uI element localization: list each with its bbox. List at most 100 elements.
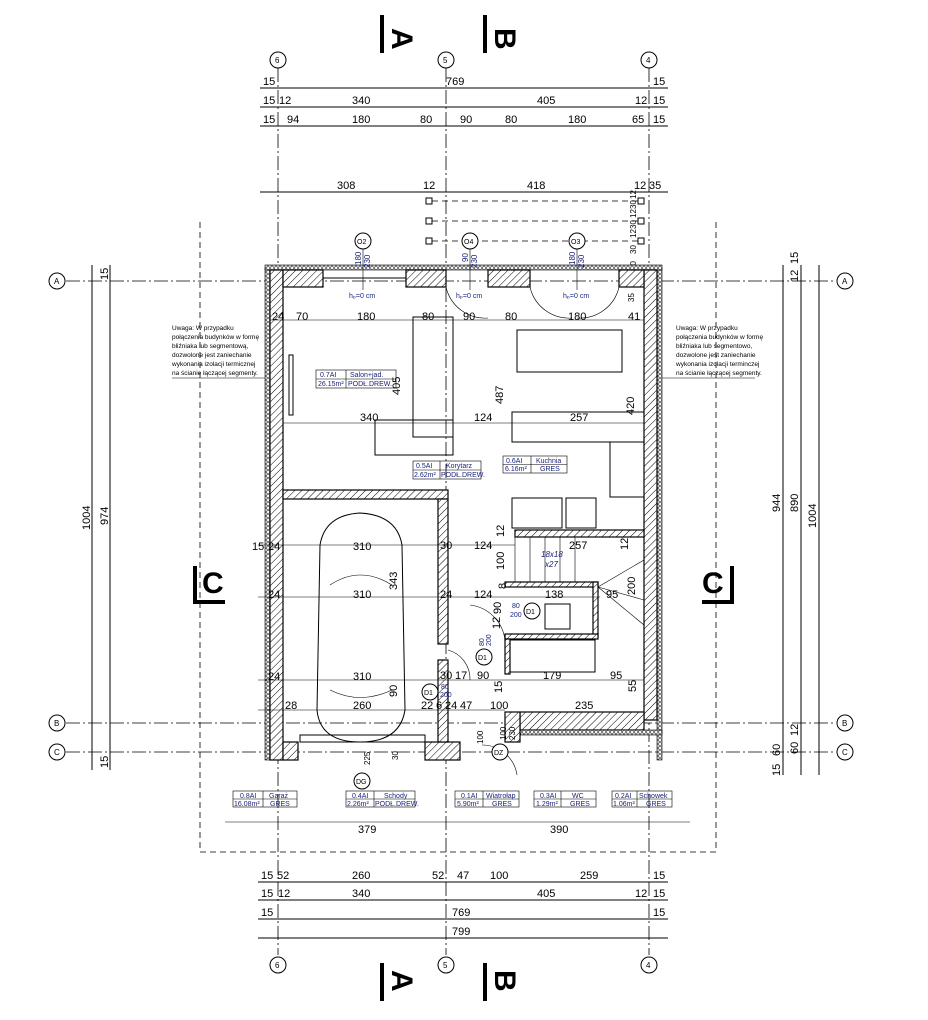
dimension-label: 1.06m² (613, 801, 635, 808)
dimension-label: 230 (577, 254, 586, 268)
note-left: Uwaga: W przypadku połączenia budynków w… (171, 325, 265, 379)
dimension-label: 15 (653, 907, 665, 919)
overhang-rails: 40 30 12 30 12 30 12 (425, 190, 645, 270)
door-tag-dz: DZ 100 (476, 730, 509, 761)
stairs-count: x27 (544, 560, 558, 569)
dimensions-top: 15 769 15 15 12 340 405 12 15 15 94 180 … (260, 76, 668, 193)
dimension-label: bliźniaka lub segmentowo, (676, 343, 752, 350)
dimension-label: 379 (358, 824, 376, 836)
interior-dimension-lines (225, 319, 690, 823)
section-marker-b-bottom: B (483, 963, 521, 1001)
dimension-label: 405 (391, 377, 403, 395)
dimensions-bottom: 379 390 15 52 260 52 47 100 259 15 15 12… (258, 824, 668, 939)
dimension-label: 95 (606, 589, 618, 601)
dimension-label: D1 (478, 655, 487, 662)
dimension-label: 12 (629, 209, 638, 218)
dimension-label: 6 (275, 56, 280, 65)
dimension-label: 55 (627, 680, 639, 692)
dimension-label: 47 (457, 870, 469, 882)
dimension-label: 90 (492, 602, 504, 614)
dimension-label: 200 (440, 692, 452, 699)
dimension-label: 260 (352, 870, 370, 882)
dimension-label: 17 (455, 670, 467, 682)
dimension-label: wykonania izolacji terminczej (675, 361, 759, 368)
dimension-label: hₚ=0 cm (456, 293, 482, 300)
dimension-label: 12 (629, 190, 638, 199)
dimension-label: 390 (550, 824, 568, 836)
dimension-label: O2 (357, 239, 366, 246)
dimension-label: 100 (490, 870, 508, 882)
dimension-label: 80 (512, 603, 520, 610)
dimension-label: 0.5AI (416, 463, 432, 470)
dimension-label: 24 (440, 589, 452, 601)
dimension-label: 5 (443, 961, 448, 970)
dimension-label: 259 (580, 870, 598, 882)
dimension-label: GRES (270, 801, 290, 808)
dimension-label: Garaż (269, 793, 289, 800)
dimension-label: 6 (436, 700, 442, 712)
dimension-label: 15 (263, 114, 275, 126)
dimension-label: 310 (353, 671, 371, 683)
dimension-label: 769 (446, 76, 464, 88)
dimension-label: 95 (610, 670, 622, 682)
dimension-label: 235 (575, 700, 593, 712)
dimension-label: 12 (789, 724, 801, 736)
dimension-label: PODŁ.DREW. (441, 472, 485, 479)
dimension-label: 124 (474, 589, 492, 601)
dimension-label: 15 (261, 907, 273, 919)
dimension-label: 0.3AI (540, 793, 556, 800)
dimension-label: 225 (363, 751, 372, 765)
dimension-label: 343 (388, 572, 400, 590)
dimension-label: 41 (628, 311, 640, 323)
note-right: Uwaga: W przypadku połączenia budynków w… (662, 325, 763, 379)
dimension-label: 1.29m² (536, 801, 558, 808)
dimension-label: Schody (384, 793, 408, 800)
dimension-label: 30 (391, 751, 400, 760)
dimension-label: 90 (463, 311, 475, 323)
dimension-label: 420 (625, 397, 637, 415)
dimension-label: 12 (629, 229, 638, 238)
dimension-label: 80 (441, 684, 449, 691)
dimension-label: 35 (627, 293, 636, 302)
dimension-label: 28 (285, 700, 297, 712)
dimension-label: 15 (99, 268, 111, 280)
sofa-chaise (374, 419, 454, 456)
dimension-label: A (54, 277, 60, 286)
cooktop (565, 497, 597, 529)
dimension-label: 974 (99, 507, 111, 525)
dimension-label: 340 (352, 888, 370, 900)
dimension-label: 180 (354, 251, 363, 265)
dimension-label: 12 (495, 525, 507, 537)
dimension-label: 30 (629, 245, 638, 254)
dimension-label: 138 (545, 589, 563, 601)
window-tag-o4: O4 90 230 hₚ=0 cm (456, 232, 482, 300)
dimension-label: Wiatrołap (486, 793, 516, 800)
dimension-label: 8 (497, 583, 509, 589)
dimension-label: połączenia budynków w formę (676, 334, 763, 341)
dimension-label: 24 (268, 589, 280, 601)
window-tag-o2: O2 180 230 hₚ=0 cm (349, 232, 375, 300)
kitchen-cabinet (511, 497, 563, 529)
dimension-label: C (842, 748, 848, 757)
dimension-label: 180 (568, 311, 586, 323)
dimension-label: 487 (494, 386, 506, 404)
section-marker-b-top: B (483, 15, 521, 53)
dimension-label: 890 (789, 494, 801, 512)
dimension-label: Uwaga: W przypadku (172, 325, 234, 332)
dimension-label: GRES (570, 801, 590, 808)
dimension-label: O3 (571, 239, 580, 246)
door-tag-d1-garage: D1 80 200 (421, 683, 452, 701)
door-tag-d1-hall: D1 80 200 (475, 634, 493, 666)
section-marker-c-right: C (702, 566, 734, 604)
wardrobe (509, 639, 596, 673)
stairs-size: 18x18 (541, 550, 563, 559)
dimensions-right: 944 890 1004 12 15 60 12 60 15 (771, 252, 820, 776)
section-marker-c-left: C (193, 566, 225, 604)
dimension-label: 230 (508, 726, 517, 740)
dimension-label: 15 (653, 870, 665, 882)
dimension-label: C (202, 567, 224, 600)
dimension-label: Korytarz (446, 463, 473, 470)
